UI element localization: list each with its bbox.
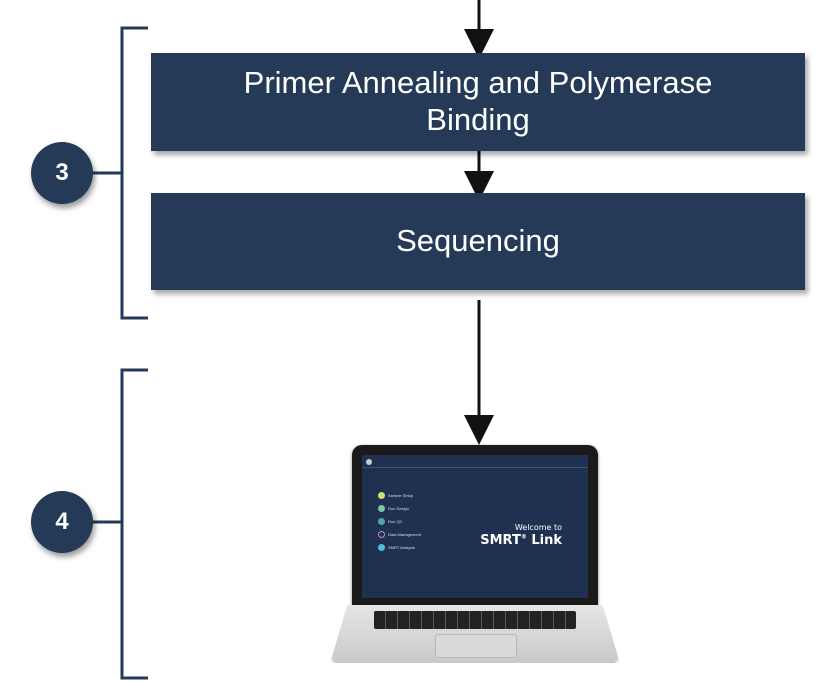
- smrt-link-logo: SMRT® Link: [480, 533, 562, 548]
- laptop-keyboard: [374, 611, 576, 629]
- menu-item: Run QC: [378, 515, 468, 528]
- step-number-4: 4: [31, 491, 93, 553]
- bracket-step-3: [120, 26, 148, 320]
- menu-item: Sample Setup: [378, 489, 468, 502]
- laptop-trackpad: [435, 634, 517, 658]
- laptop-illustration: Sample Setup Run Design Run QC Data Mana…: [330, 445, 620, 665]
- menu-item: SMRT Analysis: [378, 541, 468, 554]
- menu-item: Run Design: [378, 502, 468, 515]
- sequencing-box: Sequencing: [151, 193, 805, 290]
- laptop-screen: Sample Setup Run Design Run QC Data Mana…: [362, 455, 588, 598]
- bracket-step-4: [120, 368, 148, 680]
- menu-item: Data Management: [378, 528, 468, 541]
- welcome-text: Welcome to: [514, 523, 562, 532]
- step-number-3: 3: [31, 142, 93, 204]
- primer-annealing-box: Primer Annealing and Polymerase Binding: [151, 53, 805, 151]
- screen-menu: Sample Setup Run Design Run QC Data Mana…: [378, 489, 468, 554]
